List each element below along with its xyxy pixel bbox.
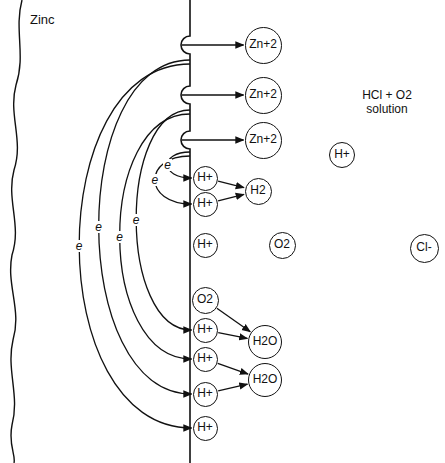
ion-circle: H+ bbox=[193, 416, 218, 441]
ion-circle: O2 bbox=[192, 287, 219, 314]
reaction-arrow bbox=[217, 308, 250, 331]
ion-circle: Zn+2 bbox=[245, 77, 282, 114]
ion-formula: H+ bbox=[197, 387, 213, 400]
ion-circle: H+ bbox=[193, 192, 218, 217]
electron-label: e bbox=[94, 221, 103, 233]
ion-circle: O2 bbox=[269, 232, 296, 259]
electron-path bbox=[79, 64, 191, 428]
ion-formula: O2 bbox=[274, 238, 290, 251]
reaction-arrow bbox=[218, 333, 247, 339]
electron-label: e bbox=[115, 231, 124, 243]
ion-formula: Zn+2 bbox=[249, 133, 277, 146]
ion-formula: H2O bbox=[253, 335, 278, 348]
ion-formula: H+ bbox=[197, 352, 213, 365]
reaction-arrow bbox=[218, 363, 248, 374]
ion-formula: H+ bbox=[197, 238, 213, 251]
ion-formula: H+ bbox=[197, 171, 213, 184]
electron-path bbox=[120, 114, 192, 359]
ion-circle: H+ bbox=[193, 233, 218, 258]
ion-formula: Zn+2 bbox=[249, 38, 277, 51]
ion-formula: H+ bbox=[197, 197, 213, 210]
ion-formula: H2O bbox=[253, 373, 278, 386]
reaction-arrow bbox=[218, 384, 247, 391]
ion-circle: H2O bbox=[248, 325, 282, 359]
ion-formula: H+ bbox=[197, 323, 213, 336]
ion-circle: H+ bbox=[193, 382, 218, 407]
ion-circle: Cl- bbox=[410, 234, 439, 263]
electron-label: e bbox=[132, 214, 141, 226]
ion-formula: H+ bbox=[334, 148, 350, 161]
ion-formula: Cl- bbox=[416, 241, 431, 254]
ion-circle: H+ bbox=[193, 166, 218, 191]
electron-path bbox=[182, 94, 244, 95]
electron-path bbox=[136, 110, 191, 330]
ion-circle: Zn+2 bbox=[245, 27, 282, 64]
electron-path bbox=[182, 139, 244, 140]
reaction-arrow bbox=[218, 194, 244, 200]
electron-path bbox=[182, 44, 244, 45]
ion-circle: H+ bbox=[193, 318, 218, 343]
metal-label: Zinc bbox=[30, 12, 55, 27]
electron-label: e bbox=[151, 174, 160, 186]
ion-circle: H+ bbox=[329, 142, 355, 168]
ion-formula: H2 bbox=[250, 184, 265, 197]
electron-path bbox=[155, 156, 192, 204]
electron-label: e bbox=[163, 159, 172, 171]
ion-circle: Zn+2 bbox=[245, 122, 282, 159]
ion-formula: H+ bbox=[197, 421, 213, 434]
ion-circle: H+ bbox=[193, 347, 218, 372]
ion-formula: Zn+2 bbox=[249, 88, 277, 101]
solution-label: HCl + O2 solution bbox=[352, 88, 422, 117]
ion-formula: O2 bbox=[197, 293, 213, 306]
reaction-arrow bbox=[218, 181, 244, 187]
electron-label: e bbox=[75, 240, 84, 252]
ion-circle: H2O bbox=[248, 363, 282, 397]
ion-circle: H2 bbox=[245, 178, 272, 205]
